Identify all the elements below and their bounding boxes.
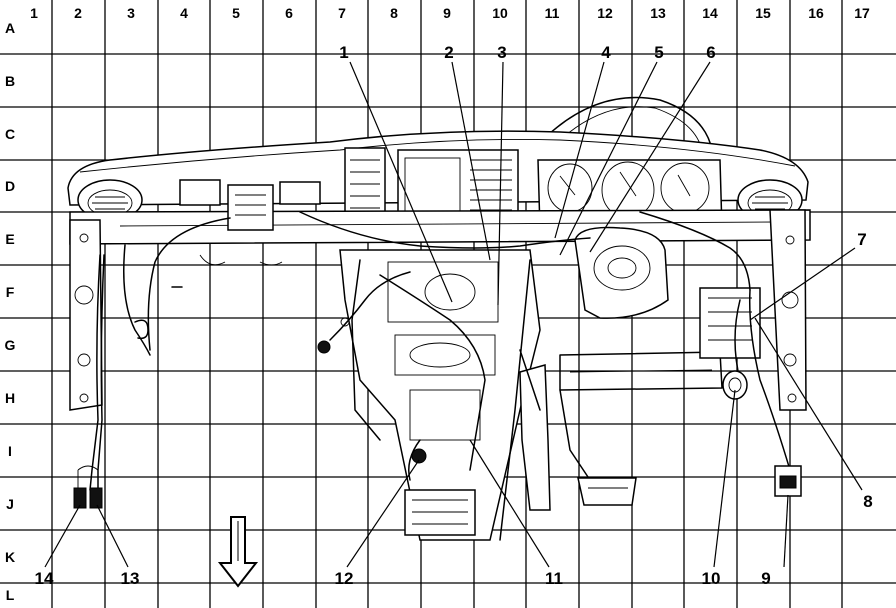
pedal-bracket [519,364,637,511]
right-lower-connector [774,465,802,497]
row-label: K [5,549,15,565]
column-label: 11 [545,5,560,21]
center-wiring-harness [299,211,591,481]
column-label: 15 [755,5,771,21]
column-label: 16 [808,5,824,21]
right-wiring-harness [639,211,791,471]
callout-label: 3 [497,43,506,62]
cluster-hood-outline [547,96,713,151]
row-label: I [8,443,12,459]
callout-label: 4 [601,43,611,62]
column-label: 5 [232,5,240,21]
callout-label: 11 [545,569,563,588]
column-label: 12 [597,5,613,21]
callout-label: 10 [702,569,721,588]
column-label: 10 [492,5,508,21]
center-connector [411,448,427,464]
right-side-bracket [769,209,807,411]
center-console-structure [339,249,541,541]
row-label: L [6,587,15,603]
bracket-clip [134,319,149,340]
column-label: 4 [180,5,188,21]
column-labels: 1 2 3 4 5 6 7 8 9 10 11 12 13 14 15 16 1… [30,5,870,21]
row-label: F [6,284,15,300]
column-label: 17 [854,5,870,21]
column-label: 1 [30,5,38,21]
dashboard-top-trim [79,138,796,173]
column-label: 13 [650,5,666,21]
callout-label: 2 [444,43,453,62]
column-label: 6 [285,5,293,21]
callout-label: 14 [35,569,54,588]
steering-column-support [559,226,761,391]
left-lower-connectors [73,465,103,509]
callout-label: 1 [339,43,348,62]
column-label: 3 [127,5,135,21]
column-label: 2 [74,5,82,21]
row-label: D [5,178,15,194]
instrument-panel-drawing [67,96,811,541]
callout-label: 6 [706,43,715,62]
callout-label: 5 [654,43,663,62]
row-label: J [6,496,14,512]
down-arrow-icon [217,516,259,588]
fastener [340,317,350,327]
row-label: H [5,390,15,406]
row-label: C [5,126,15,142]
callout-labels: 1 2 3 4 5 6 7 8 9 10 11 12 13 14 [35,43,873,588]
left-ground-stud [317,340,331,354]
row-labels: A B C D E F G H I J K L [5,20,16,603]
row-label: G [5,337,16,353]
cluster-hood-inner [559,106,703,151]
callout-label: 7 [857,230,866,249]
callout-leaders [44,61,863,568]
row-label: E [5,231,14,247]
callout-label: 8 [863,492,872,511]
left-wiring-harness [89,217,283,491]
column-label: 8 [390,5,398,21]
column-label: 14 [702,5,718,21]
column-label: 9 [443,5,451,21]
callout-label: 13 [121,569,140,588]
column-label: 7 [338,5,346,21]
row-label: B [5,73,15,89]
row-label: A [5,20,15,36]
callout-label: 9 [761,569,770,588]
callout-label: 12 [335,569,354,588]
